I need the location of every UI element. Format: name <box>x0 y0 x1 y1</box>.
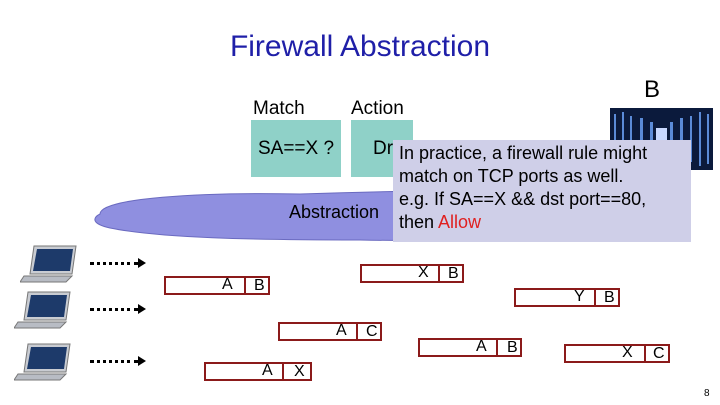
packet-src: Y <box>574 288 585 305</box>
packet-body <box>164 276 246 295</box>
arrow-head <box>138 356 146 366</box>
packet-header <box>244 276 270 295</box>
match-header: Match <box>253 98 305 119</box>
flow-arrow <box>90 360 138 363</box>
packet-dst: B <box>507 339 518 356</box>
packet-dst: B <box>448 265 459 282</box>
packet-src: X <box>418 264 429 281</box>
arrow-head <box>138 258 146 268</box>
host-b-label: B <box>644 76 661 103</box>
packet-dst: C <box>653 345 665 362</box>
packet-src: A <box>336 322 347 339</box>
packet-body <box>564 344 646 363</box>
match-cell: SA==X ? <box>251 120 341 177</box>
note-line-4: then Allow <box>399 211 691 234</box>
flow-arrow <box>90 308 138 311</box>
packet-header <box>356 322 382 341</box>
packet-src: X <box>622 344 633 361</box>
laptop-icon <box>13 290 76 330</box>
page-number: 8 <box>704 388 710 399</box>
packet-header <box>496 338 522 357</box>
note-line-3: e.g. If SA==X && dst port==80, <box>399 189 647 209</box>
flow-arrow <box>90 262 138 265</box>
packet-header <box>644 344 670 363</box>
packet-src: A <box>476 338 487 355</box>
packet-header <box>438 264 464 283</box>
action-header: Action <box>351 98 404 119</box>
packet-src: A <box>222 276 233 293</box>
packet-dst: B <box>254 277 265 294</box>
slide-title: Firewall Abstraction <box>229 30 491 63</box>
packet-dst: C <box>366 323 378 340</box>
note-line-1: In practice, a firewall rule might <box>399 143 648 163</box>
laptop-icon <box>13 342 76 382</box>
practice-note: In practice, a firewall rule might match… <box>393 140 691 242</box>
packet-dst: X <box>294 363 305 380</box>
allow-highlight: Allow <box>438 212 482 232</box>
note-line-2: match on TCP ports as well. <box>399 166 624 186</box>
packet-header <box>594 288 620 307</box>
laptop-icon <box>19 244 82 284</box>
packet-src: A <box>262 362 273 379</box>
match-value: SA==X ? <box>257 137 335 159</box>
note-line-4-prefix: then <box>399 212 439 232</box>
packet-header <box>282 362 312 381</box>
cloud-label: Abstraction <box>289 202 380 222</box>
arrow-head <box>138 304 146 314</box>
packet-dst: B <box>604 289 615 306</box>
